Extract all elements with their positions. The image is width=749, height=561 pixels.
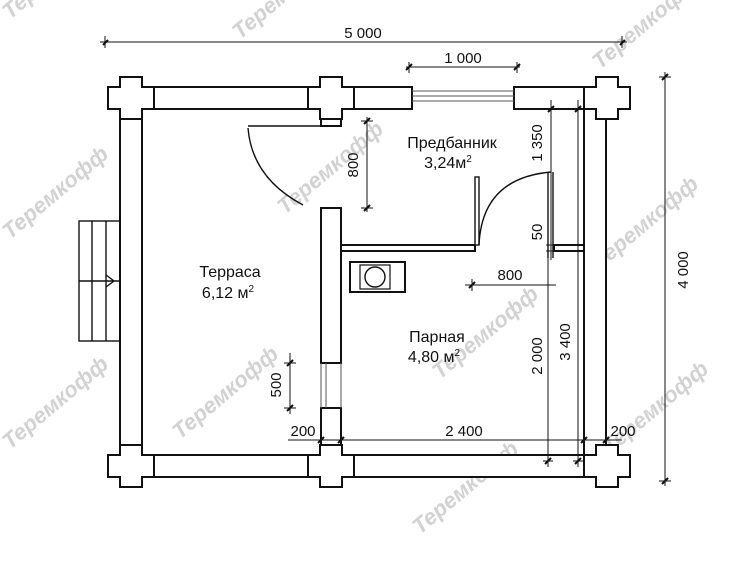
dim-entrance-opening: 1 000 (444, 50, 482, 67)
corner-post (107, 444, 155, 488)
watermark: Теремкофф (0, 351, 113, 454)
dim-steam-room-height: 2 000 (529, 337, 546, 375)
wall-bottom (119, 454, 620, 478)
dim-wall-left: 200 (290, 423, 315, 440)
entrance-stairs (78, 220, 121, 342)
room-vestibule-area: 3,24м2 (424, 154, 472, 172)
dim-wall-right: 200 (610, 423, 635, 440)
door-swing (247, 127, 304, 206)
watermark: Теремкофф (167, 341, 283, 444)
door-swing (478, 171, 552, 246)
partition-right (553, 244, 585, 252)
dim-vestibule-door-offset: 800 (345, 152, 362, 177)
walls (107, 76, 631, 488)
corner-post (307, 444, 355, 488)
stove (349, 261, 406, 293)
dim-steam-room-width: 2 400 (445, 423, 483, 440)
dim-steam-door: 800 (497, 267, 522, 284)
watermark: Теремкофф (587, 0, 703, 74)
watermark: Теремкофф (272, 116, 388, 219)
room-terrace-name: Терраса (199, 264, 260, 281)
wall-right (583, 99, 607, 471)
room-steam-name: Парная (409, 329, 465, 346)
watermark: Теремкофф (0, 141, 113, 244)
corner-post (307, 76, 355, 120)
dim-overall-width: 5 000 (344, 25, 382, 42)
watermark: Теремкофф (0, 0, 113, 24)
dim-terrace-opening: 500 (268, 372, 285, 397)
dimension-lines (100, 36, 671, 486)
dim-steam-room-depth: 3 400 (557, 323, 574, 361)
dim-partition-gap: 50 (529, 224, 546, 241)
watermark: Теремкофф (597, 356, 713, 459)
corner-post (107, 76, 155, 120)
doors (247, 125, 554, 258)
room-vestibule-name: Предбанник (407, 135, 498, 152)
dim-overall-depth: 4 000 (675, 251, 692, 289)
partition-left (340, 244, 476, 252)
room-steam-area: 4,80 м2 (408, 348, 461, 366)
watermark: Теремкофф (227, 0, 343, 44)
corner-post (583, 444, 631, 488)
room-terrace-area: 6,12 м2 (202, 284, 255, 302)
corner-post (583, 76, 631, 120)
windows (320, 90, 514, 408)
watermark: Теремкофф (407, 436, 523, 539)
wall-middle (320, 207, 342, 364)
wall-left (119, 99, 143, 471)
dim-vestibule-depth: 1 350 (529, 124, 546, 162)
